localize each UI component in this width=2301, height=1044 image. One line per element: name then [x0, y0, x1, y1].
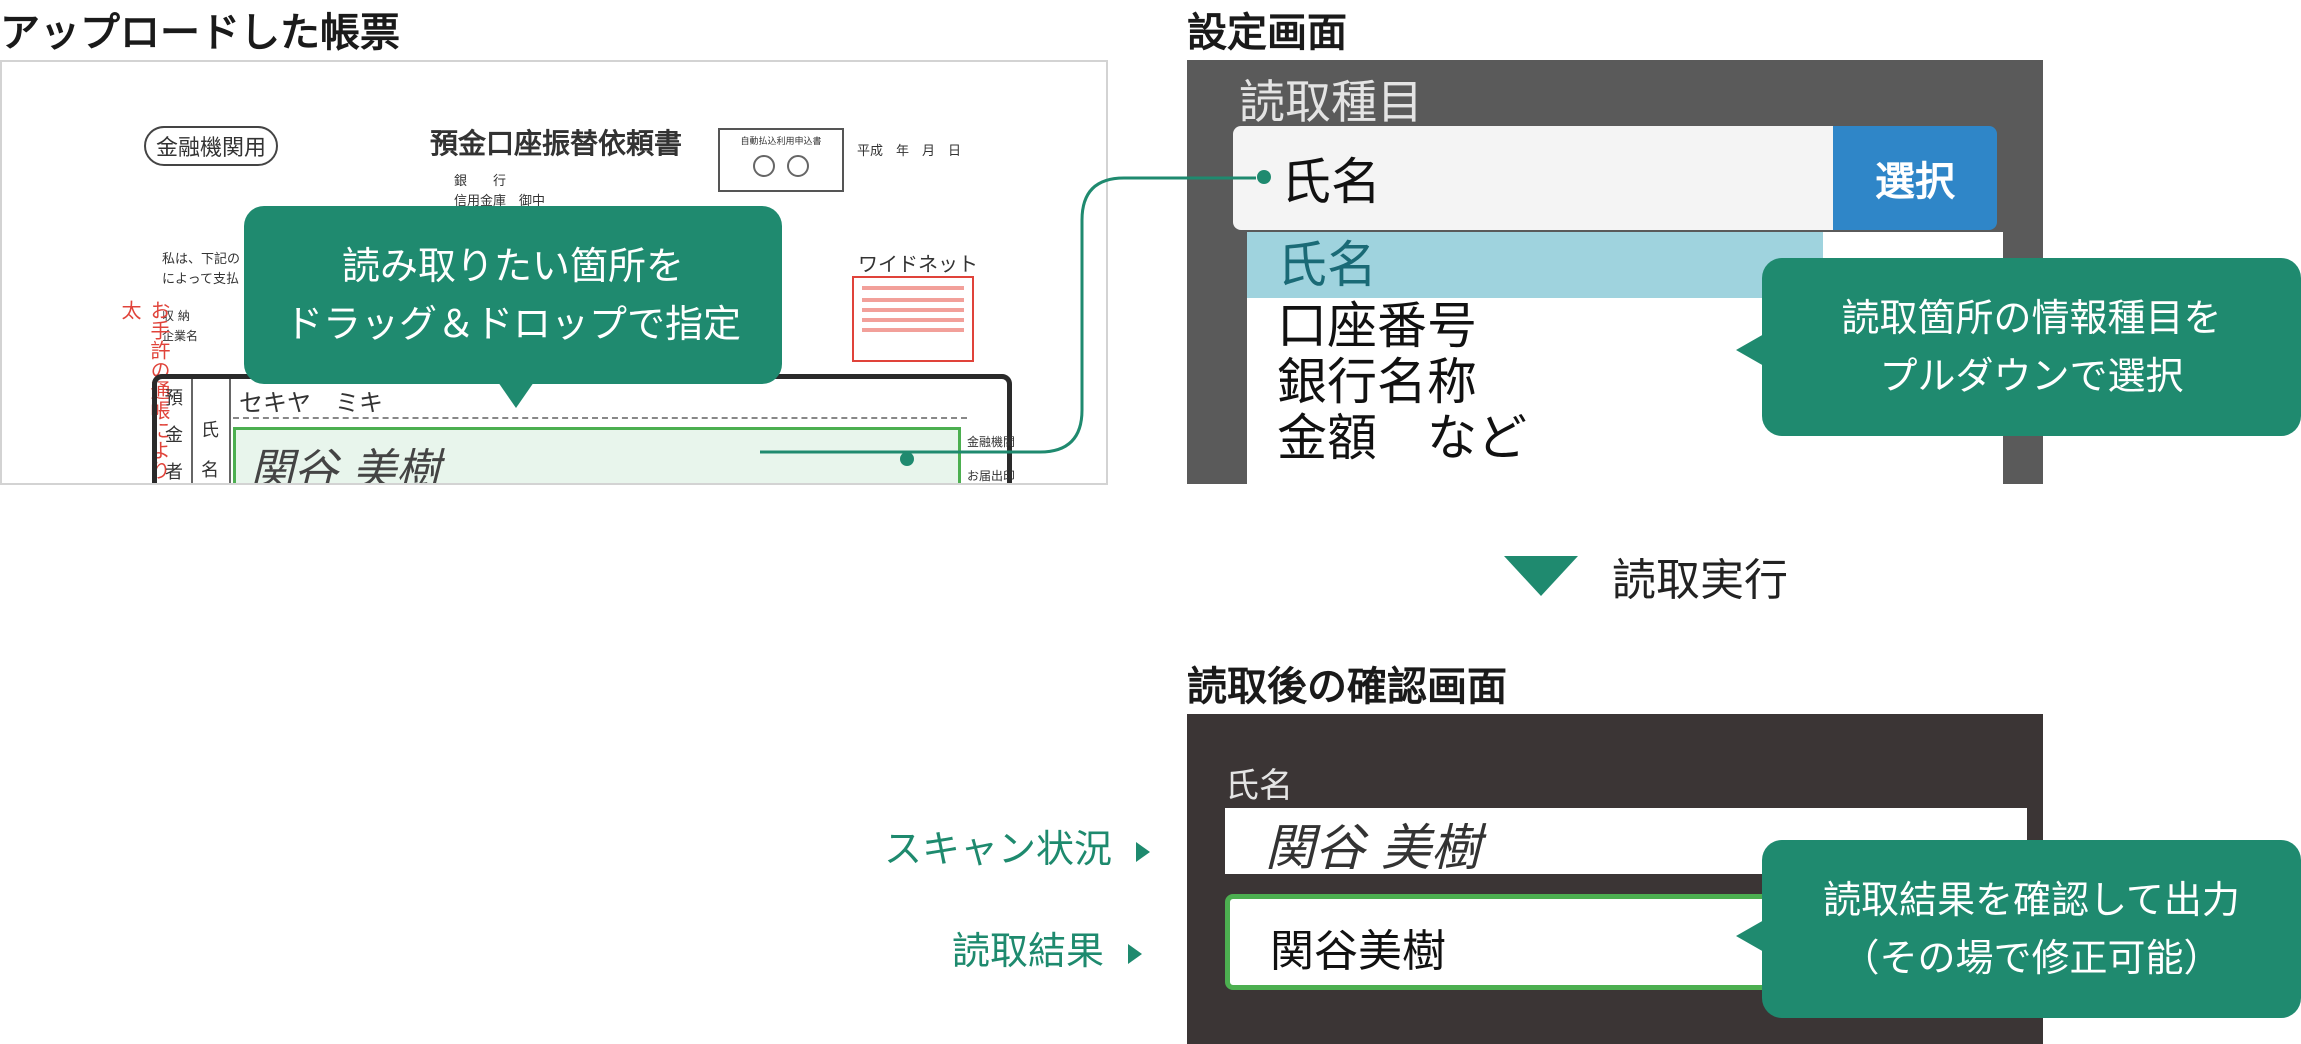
result-screen: 氏名 関谷 美樹 関谷美樹 [1187, 714, 2043, 1044]
auto-payment-box: 自動払込利用申込書 [718, 128, 844, 192]
shuno-label: 収 納 [162, 309, 190, 323]
scanned-name: 関谷 美樹 [1265, 819, 1481, 877]
result-screen-title: 読取後の確認画面 [1187, 664, 1507, 710]
bank-branch-label: 銀 行 信用金庫 御中 [454, 174, 546, 209]
read-result-label: 読取結果 [952, 920, 1143, 975]
furigana-row: セキヤ ミキ [233, 379, 967, 419]
kigyo-label: 企業名 [162, 329, 199, 343]
dropdown-option[interactable]: 口座番号 [1277, 297, 1477, 355]
drag-drop-callout: 読み取りたい箇所を ドラッグ＆ドロップで指定 [244, 206, 782, 384]
result-field-label: 氏名 [1225, 766, 1293, 806]
confirm-callout: 読取結果を確認して出力 （その場で修正可能） [1762, 840, 2301, 1018]
red-notice-box [852, 276, 974, 362]
run-label: 読取実行 [1612, 555, 1788, 606]
red-side-note: お手許の通帳により太 [118, 300, 171, 480]
run-down-arrow-icon [1504, 556, 1578, 596]
selected-name-region[interactable]: 関谷 美樹 [233, 427, 961, 485]
connector-dot [1257, 170, 1271, 184]
field-type-label: 読取種目 [1239, 75, 1423, 129]
date-labels: 平成 年 月 日 [857, 144, 962, 159]
scan-status-arrow-icon [1136, 841, 1151, 862]
dropdown-option[interactable]: 氏名 [1247, 232, 1823, 298]
kin-label: 金融機関 [967, 435, 1016, 449]
dropdown-option[interactable]: 金額 など [1277, 409, 1527, 467]
field-type-select[interactable]: 氏名 [1233, 126, 1841, 230]
furigana-text: セキヤ ミキ [239, 389, 383, 417]
account-holder-row-label: 預 金 者 [157, 379, 193, 483]
form-doc-title: 預金口座振替依頼書 [430, 127, 683, 160]
settings-screen-title: 設定画面 [1187, 10, 1347, 56]
form-small-text-2: によって支払 [162, 272, 239, 287]
name-row-label: 氏 名 [191, 379, 231, 483]
confirm-callout-line-2: （その場で修正可能） [1841, 936, 2222, 980]
field-type-dropdown[interactable]: 氏名 口座番号 銀行名称 金額 など [1247, 232, 1823, 484]
dropdown-option[interactable]: 銀行名称 [1277, 353, 1477, 411]
pulldown-callout: 読取箇所の情報種目を プルダウンで選択 [1762, 258, 2301, 436]
scan-status-label: スキャン状況 [884, 818, 1151, 873]
drag-callout-line-1: 読み取りたい箇所を [341, 244, 684, 288]
handwritten-name: 関谷 美樹 [250, 445, 440, 485]
seal-circle-icon [787, 155, 809, 177]
selected-field-type: 氏名 [1281, 153, 1381, 211]
pulldown-callout-line-1: 読取箇所の情報種目を [1841, 296, 2222, 340]
confirm-callout-line-1: 読取結果を確認して出力 [1823, 878, 2240, 922]
todoke-label: お届出印 [967, 469, 1016, 483]
form-small-text-1: 私は、下記の [162, 252, 241, 267]
pulldown-callout-line-2: プルダウンで選択 [1879, 354, 2184, 398]
uploaded-form-title: アップロードした帳票 [0, 10, 400, 56]
drag-callout-pointer [498, 382, 534, 408]
select-button[interactable]: 選択 [1833, 126, 1997, 230]
wide-net-label: ワイドネット [858, 252, 978, 276]
drag-callout-line-2: ドラッグ＆ドロップで指定 [284, 302, 741, 346]
confirm-callout-pointer [1736, 920, 1764, 952]
seal-circle-icon [753, 155, 775, 177]
connector-dot [900, 452, 914, 466]
read-result-value: 関谷美樹 [1270, 926, 1446, 977]
account-holder-table: 預 金 者 氏 名 セキヤ ミキ 関谷 美樹 金融機関 お届出印 [152, 374, 1016, 485]
uploaded-form-image: 金融機関用 預金口座振替依頼書 自動払込利用申込書 平成 年 月 日 銀 行 信… [0, 60, 1108, 485]
auto-payment-box-label: 自動払込利用申込書 [740, 137, 822, 147]
bank-use-label: 金融機関用 [144, 126, 279, 166]
read-result-arrow-icon [1128, 943, 1143, 964]
pulldown-callout-pointer [1736, 334, 1764, 366]
